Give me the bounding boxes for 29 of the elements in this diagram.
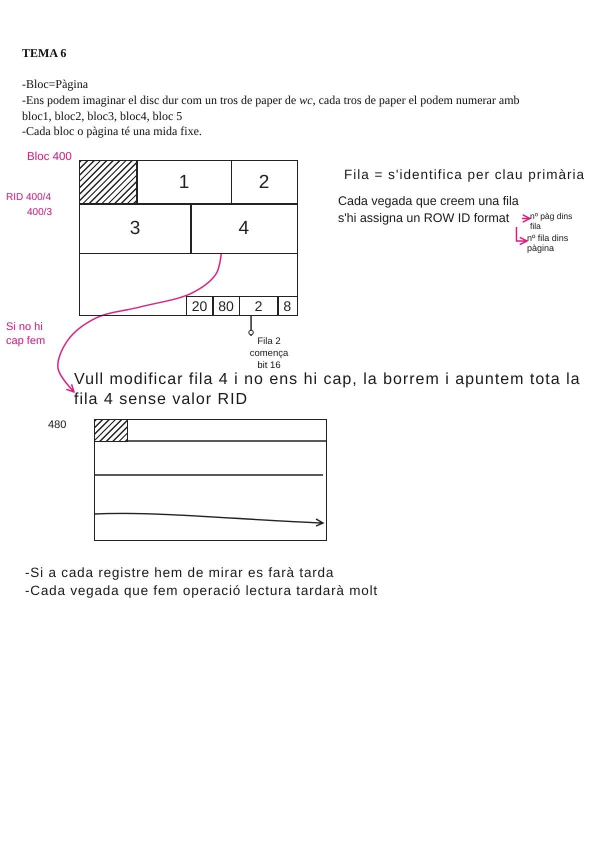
handwritten-note: nº fila dins pàgina (527, 233, 579, 253)
leader-line (248, 316, 254, 336)
block-label: Bloc 400 (27, 151, 72, 165)
rid-label: RID 400/4 (6, 192, 52, 204)
handwritten-note: Vull modificar fila 4 i no ens hi cap, la borrem i apuntem tota la fila 4 sense valor RID (74, 370, 596, 410)
hatched-cell (78, 160, 138, 204)
arrow (57, 254, 222, 393)
handwritten-note: -Cada vegada que fem operació lectura tardarà molt (25, 582, 379, 600)
note-text: -Bloc=Pàgina (22, 77, 90, 92)
handwritten-note: Fila = s'identifica per clau primària (344, 166, 586, 184)
offset-slot: 8 (277, 296, 298, 316)
arrow (522, 214, 531, 223)
offset-slot: 2 (238, 296, 278, 316)
hatched-cell (94, 418, 128, 442)
offset-slot: 20 (186, 296, 214, 316)
handwritten-note: Cada vegada que creem una fila s'hi assigna un ROW ID format (338, 193, 522, 227)
rid-label: 400/3 (27, 207, 52, 219)
handwritten-note: nº pàg dins fila (530, 212, 582, 231)
offset-slot: 80 (212, 296, 240, 316)
title: TEMA 6 (22, 46, 66, 62)
row-slot: 1 (136, 160, 232, 204)
row-slot: 3 (78, 203, 192, 254)
handwritten-note: -Si a cada registre hem de mirar es farà tarda (25, 564, 336, 582)
block-label: 480 (48, 419, 66, 432)
note-text: -Ens podem imaginar el disc dur com un tros de paper de wc, cada tros de paper el podem numerar amb bloc1, bloc2, bloc3, bloc4, bloc 5 (22, 93, 521, 124)
arrow (516, 227, 528, 246)
handwritten-note: Fila 2 comença bit 16 (246, 336, 292, 372)
row-slot: 4 (190, 203, 298, 254)
note-text: -Cada bloc o pàgina té una mida fixe. (22, 124, 203, 140)
